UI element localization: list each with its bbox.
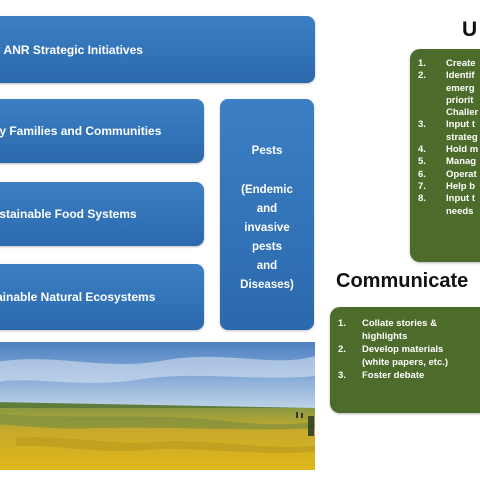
initiative-label: hy Families and Communities bbox=[0, 124, 162, 138]
field-photo bbox=[0, 342, 315, 470]
strategic-initiatives-banner: C ANR Strategic Initiatives bbox=[0, 16, 315, 83]
initiative-food-systems: ustainable Food Systems bbox=[0, 182, 204, 246]
list-item: 6. Operat bbox=[418, 169, 480, 181]
list-number: 7. bbox=[418, 180, 426, 192]
list-text: Create bbox=[446, 58, 476, 69]
list-item: 3. Foster debate bbox=[338, 370, 480, 383]
upper-heading: U bbox=[462, 18, 478, 41]
list-item: 8. Input t needs bbox=[418, 193, 480, 218]
list-item: 2. Develop materials (white papers, etc.) bbox=[338, 344, 480, 369]
initiative-families-communities: hy Families and Communities bbox=[0, 99, 204, 163]
list-text: Operat bbox=[446, 168, 477, 180]
list-item: 2. Identif emerg priorit Challer bbox=[418, 70, 480, 119]
list-number: 8. bbox=[418, 193, 426, 205]
list-text: Hold m bbox=[446, 144, 479, 156]
list-text: Input t strateg bbox=[446, 119, 478, 143]
upper-list-box: 1. Create 2. Identif emerg priorit Challer… bbox=[410, 49, 480, 262]
pests-title: Pests bbox=[251, 145, 283, 157]
banner-title: C ANR Strategic Initiatives bbox=[0, 42, 143, 57]
list-text: Manag bbox=[446, 156, 477, 168]
list-number: 4. bbox=[418, 144, 426, 156]
list-text: Identif emerg priorit Challer bbox=[446, 70, 479, 119]
list-item: 4. Hold m bbox=[418, 144, 480, 156]
initiative-label: tainable Natural Ecosystems bbox=[0, 290, 156, 304]
list-number: 1. bbox=[338, 318, 346, 329]
list-text: Collate stories & highlights bbox=[362, 318, 437, 342]
initiative-natural-ecosystems: tainable Natural Ecosystems bbox=[0, 264, 204, 330]
list-number: 2. bbox=[338, 344, 346, 356]
initiative-label: ustainable Food Systems bbox=[0, 207, 137, 221]
communicate-heading: Communicate bbox=[336, 270, 469, 292]
list-item: 3. Input t strateg bbox=[418, 119, 480, 144]
pests-box: Pests (Endemic and invasive pests and Di… bbox=[220, 99, 314, 330]
list-number: 2. bbox=[418, 70, 426, 82]
list-item: 5. Manag bbox=[418, 156, 480, 168]
list-text: Foster debate bbox=[362, 370, 425, 382]
list-item: 1. Collate stories & highlights bbox=[338, 318, 480, 343]
pests-description: (Endemic and invasive pests and Diseases… bbox=[240, 184, 294, 291]
list-text: Input t needs bbox=[446, 193, 476, 217]
list-text: Help b bbox=[446, 180, 476, 192]
list-number: 6. bbox=[418, 168, 426, 180]
field-landscape-image bbox=[0, 342, 315, 470]
list-text: Develop materials (white papers, etc.) bbox=[362, 344, 449, 368]
upper-list: 1. Create 2. Identif emerg priorit Challer… bbox=[418, 58, 480, 218]
list-number: 5. bbox=[418, 156, 426, 168]
list-item: 1. Create bbox=[418, 58, 480, 70]
list-item: 7. Help b bbox=[418, 181, 480, 193]
list-number: 1. bbox=[418, 58, 426, 69]
communicate-list: 1. Collate stories & highlights 2. Develop… bbox=[338, 318, 480, 384]
communicate-list-box: 1. Collate stories & highlights 2. Develop… bbox=[330, 307, 480, 413]
list-number: 3. bbox=[418, 119, 426, 131]
list-number: 3. bbox=[338, 370, 346, 382]
